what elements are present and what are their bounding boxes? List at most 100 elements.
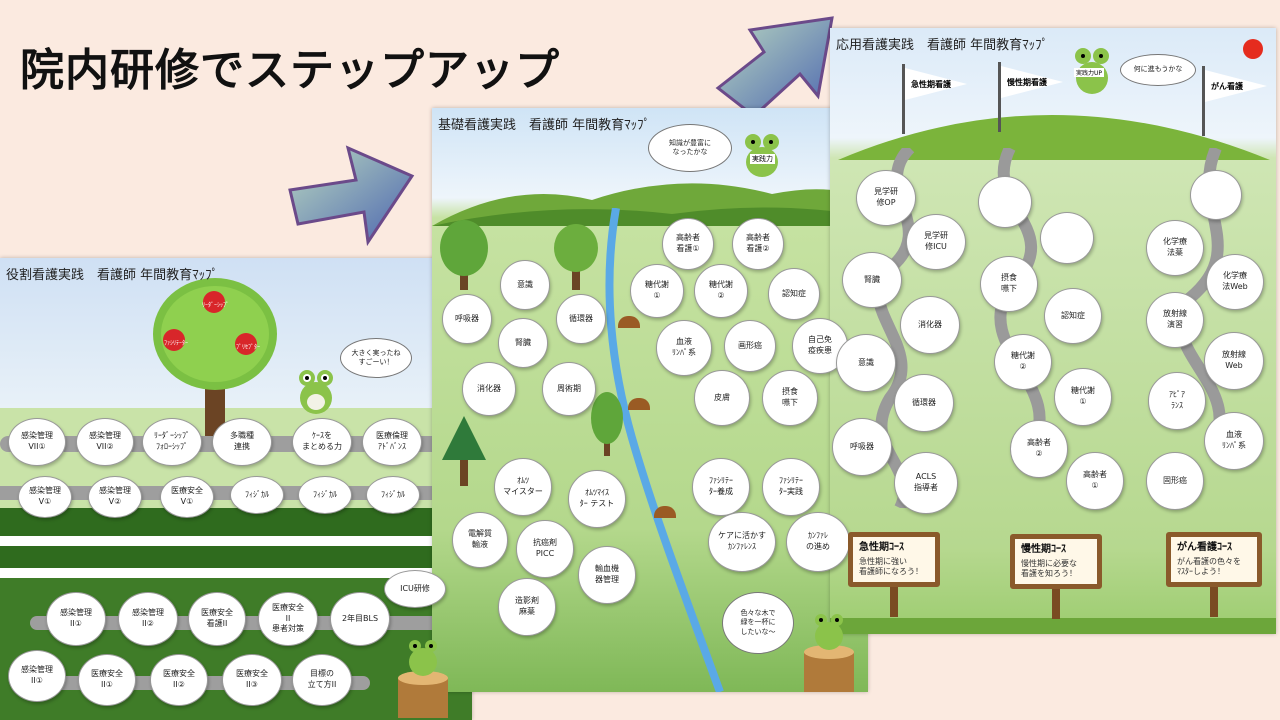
course-bubble[interactable]: 医療安全 II②	[150, 654, 208, 706]
course-bubble[interactable]: 周術期	[542, 362, 596, 416]
course-bubble[interactable]: 感染管理 VII②	[76, 418, 134, 466]
course-bubble[interactable]: 呼吸器	[832, 418, 892, 476]
course-bubble[interactable]: 化学療 法Web	[1206, 254, 1264, 310]
sign-text: 慢性期に必要な 看護を知ろう！	[1021, 558, 1077, 579]
course-bubble[interactable]: 医療安全 II③	[222, 654, 282, 706]
course-bubble[interactable]: 医療安全 看護II	[188, 592, 246, 646]
slide-title: 院内研修でステップアップ	[20, 45, 560, 96]
tree-icon	[440, 220, 488, 290]
bridge-icon	[628, 398, 650, 410]
course-bubble[interactable]: 糖代謝 ②	[994, 334, 1052, 390]
course-bubble[interactable]: ﾌｧｼﾘﾃｰ ﾀｰ養成	[692, 458, 750, 516]
speech-bubble: 知識が豊富に なったかな	[648, 124, 732, 172]
course-bubble[interactable]: ﾌｨｼﾞｶﾙ	[230, 476, 284, 514]
course-bubble[interactable]: 消化器	[462, 362, 516, 416]
tree-icon	[591, 392, 623, 456]
course-bubble[interactable]: 電解質 輸液	[452, 512, 508, 568]
course-bubble[interactable]: ｵﾑﾂ マイスター	[494, 458, 552, 516]
course-bubble[interactable]: 皮膚	[694, 370, 750, 426]
hedge	[0, 546, 472, 568]
course-bubble[interactable]: 高齢者 看護①	[662, 218, 714, 270]
panel-title: 応用看護実践 看護師 年間教育ﾏｯﾌﾟ	[836, 38, 1049, 53]
course-bubble[interactable]: 見学研 修OP	[856, 170, 916, 226]
apple-label: ﾘｰﾀﾞｰｼｯﾌﾟ	[202, 302, 230, 309]
bridge-icon	[618, 316, 640, 328]
course-bubble[interactable]: ｶﾝﾌｧﾚ の進め	[786, 512, 850, 572]
sign-title: がん看護ｺｰｽ	[1177, 542, 1232, 553]
course-bubble[interactable]: 医療安全 V①	[160, 476, 214, 518]
apple-tree-icon	[153, 278, 277, 436]
course-bubble[interactable]: 高齢者 ②	[1010, 420, 1068, 478]
course-bubble[interactable]: ケアに活かす ｶﾝﾌｧﾚﾝｽ	[708, 512, 776, 572]
course-bubble[interactable]: 医療安全 II 患者対策	[258, 592, 318, 646]
panel-title: 基礎看護実践 看護師 年間教育ﾏｯﾌﾟ	[438, 118, 651, 133]
course-bubble[interactable]: 腎臓	[842, 252, 902, 308]
course-bubble[interactable]: 血液 ﾘﾝﾊﾟ系	[1204, 412, 1264, 470]
course-bubble[interactable]: 目標の 立て方II	[292, 654, 352, 706]
arrow-icon	[288, 145, 415, 247]
course-bubble[interactable]: 2年目BLS	[330, 592, 390, 646]
course-bubble[interactable]: 高齢者 ①	[1066, 452, 1124, 510]
course-bubble[interactable]: 血液 ﾘﾝﾊﾟ系	[656, 320, 712, 376]
course-bubble[interactable]: ﾘｰﾀﾞｰｼｯﾌﾟ ﾌｫﾛｰｼｯﾌﾟ	[142, 418, 202, 466]
frog-icon	[299, 370, 333, 414]
course-bubble[interactable]: 感染管理 V②	[88, 476, 142, 518]
course-bubble[interactable]: ICU研修	[384, 570, 446, 608]
course-bubble[interactable]: 糖代謝 ②	[694, 264, 748, 318]
map-panel-basic: 基礎看護実践 看護師 年間教育ﾏｯﾌﾟ 知識が豊富に なったかな 実践力 意識 …	[432, 108, 868, 692]
course-bubble[interactable]: 固形癌	[1146, 452, 1204, 510]
course-bubble[interactable]: 造影剤 麻薬	[498, 578, 556, 636]
course-sign-cancer: がん看護ｺｰｽ がん看護の色々を ﾏｽﾀｰしよう！	[1166, 532, 1262, 618]
course-bubble[interactable]	[1040, 212, 1094, 264]
course-bubble[interactable]: 腎臓	[498, 318, 548, 368]
course-bubble[interactable]: 糖代謝 ①	[630, 264, 684, 318]
course-bubble[interactable]: 放射線 Web	[1204, 332, 1264, 390]
course-bubble[interactable]: 画形癌	[724, 320, 776, 372]
course-bubble[interactable]: 感染管理 II①	[46, 592, 106, 646]
course-bubble[interactable]: 化学療 法薬	[1146, 220, 1204, 276]
course-bubble[interactable]	[978, 176, 1032, 228]
frog-sign: 実践力	[750, 154, 775, 164]
course-bubble[interactable]: 多職種 連携	[212, 418, 272, 466]
course-bubble[interactable]: 摂食 嚥下	[980, 256, 1038, 312]
course-bubble[interactable]: ｵﾑﾂﾏｲｽ ﾀｰ テスト	[568, 470, 626, 528]
course-bubble[interactable]: 輸血機 器管理	[578, 546, 636, 604]
course-bubble[interactable]: 医療倫理 ｱﾄﾞﾊﾞﾝｽ	[362, 418, 422, 466]
course-bubble[interactable]: 見学研 修ICU	[906, 214, 966, 270]
course-bubble[interactable]: ｱﾋﾟｱ ﾗﾝｽ	[1148, 372, 1206, 430]
speech-bubble: 何に進もうかな	[1120, 54, 1196, 86]
course-bubble[interactable]: 循環器	[894, 374, 954, 432]
river-icon	[605, 208, 724, 692]
speech-bubble: 色々な木で 緑を一杯に したいな～	[722, 592, 794, 654]
tree-icon	[554, 224, 598, 290]
course-bubble[interactable]: 感染管理 II①	[8, 650, 66, 702]
course-bubble[interactable]	[1190, 170, 1242, 220]
course-bubble[interactable]: 意識	[500, 260, 550, 310]
course-bubble[interactable]: 感染管理 V①	[18, 476, 72, 518]
course-bubble[interactable]: 感染管理 II②	[118, 592, 178, 646]
bridge-icon	[654, 506, 676, 518]
course-bubble[interactable]: 医療安全 II①	[78, 654, 136, 706]
course-bubble[interactable]: 認知症	[768, 268, 820, 320]
course-bubble[interactable]: 抗癌剤 PICC	[516, 520, 574, 578]
course-bubble[interactable]: ACLS 指導者	[894, 452, 958, 514]
map-panel-applied: 応用看護実践 看護師 年間教育ﾏｯﾌﾟ 急性期看護 慢性期看護 がん看護 何に進…	[830, 28, 1276, 634]
course-sign-acute: 急性期ｺｰｽ急性期に強い 看護師になろう！	[848, 532, 940, 618]
course-bubble[interactable]: 循環器	[556, 294, 606, 344]
course-bubble[interactable]: 意識	[836, 334, 896, 392]
course-bubble[interactable]: 認知症	[1044, 288, 1102, 344]
course-bubble[interactable]: 高齢者 看護②	[732, 218, 784, 270]
course-bubble[interactable]: ｹｰｽを まとめる力	[292, 418, 352, 466]
course-bubble[interactable]: 自己免 疫疾患	[792, 318, 848, 374]
course-bubble[interactable]: 呼吸器	[442, 294, 492, 344]
course-bubble[interactable]: 糖代謝 ①	[1054, 368, 1112, 426]
course-bubble[interactable]: ﾌｨｼﾞｶﾙ	[366, 476, 420, 514]
sign-text: がん看護の色々を ﾏｽﾀｰしよう！	[1177, 556, 1241, 577]
course-bubble[interactable]: 摂食 嚥下	[762, 370, 818, 426]
course-bubble[interactable]: 放射線 演習	[1146, 292, 1204, 348]
hedge	[0, 568, 472, 578]
course-bubble[interactable]: ﾌｨｼﾞｶﾙ	[298, 476, 352, 514]
course-bubble[interactable]: 感染管理 VII①	[8, 418, 66, 466]
course-bubble[interactable]: ﾌｧｼﾘﾃｰ ﾀｰ実践	[762, 458, 820, 516]
course-bubble[interactable]: 消化器	[900, 296, 960, 354]
